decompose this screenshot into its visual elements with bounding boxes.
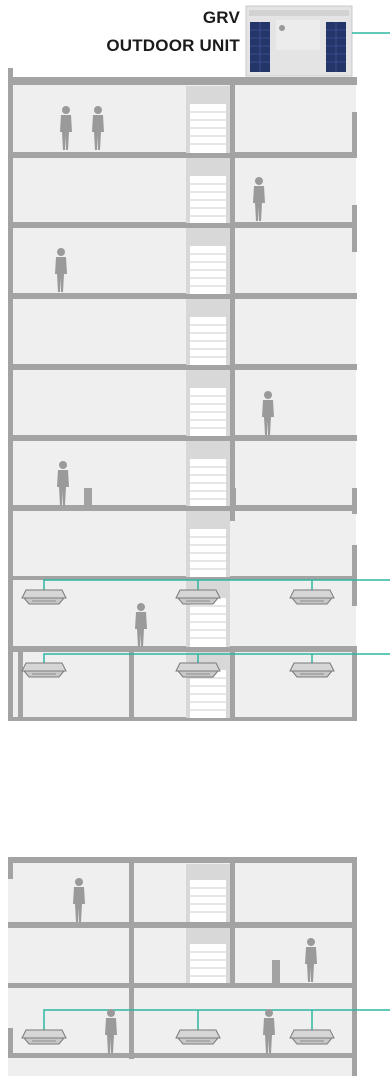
staircase-icon — [186, 86, 230, 718]
outdoor-unit-icon — [246, 6, 352, 76]
tall-building — [8, 68, 357, 721]
